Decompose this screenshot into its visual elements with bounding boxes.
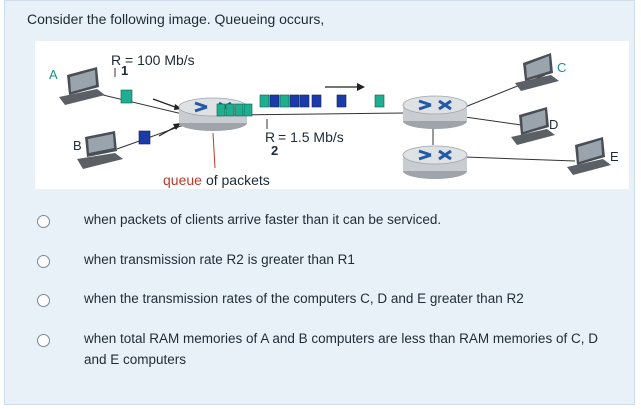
transit-packet-8: [374, 94, 385, 108]
option-text-2[interactable]: when transmission rate R2 is greater tha…: [84, 252, 355, 267]
queue-word: queue: [163, 172, 202, 188]
computer-d-icon: [511, 107, 555, 145]
r2-subscript: 2: [271, 143, 278, 158]
option-text-3[interactable]: when the transmission rates of the compu…: [84, 291, 524, 306]
computer-b-icon: [77, 131, 123, 169]
transit-packet-6: [311, 94, 322, 108]
computer-a-icon: [59, 67, 105, 105]
r2-symbol: R: [265, 129, 275, 145]
router-bottom-icon: [402, 145, 468, 179]
router-right-icon: [402, 95, 468, 129]
option-radio-1[interactable]: [37, 215, 50, 228]
packet-from-b: [138, 130, 151, 145]
option-text-1[interactable]: when packets of clients arrive faster th…: [84, 212, 442, 227]
option-radio-2[interactable]: [37, 255, 50, 268]
queue-packet-2: [225, 103, 235, 117]
r1-value: = 100 Mb/s: [125, 52, 195, 68]
r1-symbol: R: [111, 52, 121, 68]
host-e-label: E: [610, 149, 619, 164]
transit-packet-5: [299, 94, 310, 108]
question-prompt: Consider the following image. Queueing o…: [27, 11, 325, 27]
option-radio-3[interactable]: [37, 294, 50, 307]
r1-subscript: 1: [121, 63, 128, 78]
queue-rest: of packets: [206, 172, 270, 188]
queue-packet-4: [243, 103, 253, 117]
option-text-4[interactable]: when total RAM memories of A and B compu…: [84, 331, 598, 367]
r2-value: = 1.5 Mb/s: [278, 129, 344, 145]
host-d-label: D: [549, 117, 558, 132]
queue-packet-1: [216, 103, 226, 117]
arrow-right-icon: [325, 83, 365, 91]
transit-packet-2: [269, 94, 280, 108]
computer-e-icon: [567, 137, 611, 175]
computer-c-icon: [515, 53, 559, 91]
transit-packet-7: [336, 94, 347, 108]
link-router2-e: [464, 156, 576, 162]
network-diagram-svg: A B: [49, 52, 619, 188]
queue-pointer: [212, 132, 216, 169]
host-a-label: A: [49, 67, 58, 82]
network-queue-diagram: A B: [35, 41, 629, 189]
host-c-label: C: [557, 60, 566, 75]
link-router-router: [229, 112, 408, 116]
host-b-label: B: [73, 138, 82, 153]
transit-packet-1: [259, 94, 270, 108]
arrow-b-icon: [158, 123, 181, 137]
packet-from-a: [120, 89, 133, 104]
transit-packet-3: [279, 94, 290, 108]
queue-packet-3: [234, 103, 244, 117]
option-radio-4[interactable]: [37, 334, 50, 347]
question-card: Consider the following image. Queueing o…: [4, 0, 635, 405]
transit-packet-4: [289, 94, 300, 108]
